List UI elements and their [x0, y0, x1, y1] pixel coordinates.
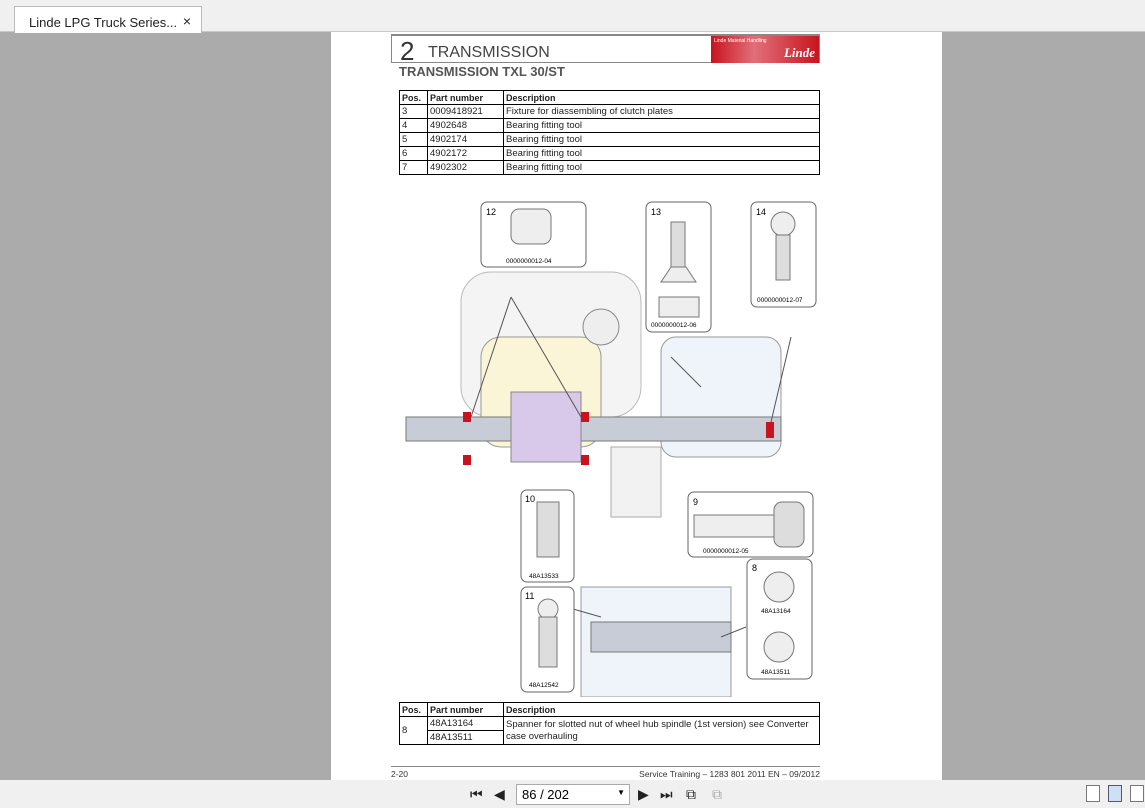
document-tab[interactable]: Linde LPG Truck Series... ×: [14, 6, 202, 33]
transmission-drawing: [405, 271, 782, 697]
svg-text:0000000012-06: 0000000012-06: [651, 322, 697, 329]
page-number-input[interactable]: 86 / 202 ▼: [516, 784, 630, 805]
callout-14: 14 0000000012-07: [750, 201, 817, 308]
chevron-down-icon[interactable]: ▼: [617, 788, 625, 797]
tab-bar: Linde LPG Truck Series... ×: [0, 0, 1145, 33]
cell: Bearing fitting tool: [503, 118, 820, 133]
page-footer: 2-20 Service Training – 1283 801 2011 EN …: [391, 766, 820, 779]
svg-text:10: 10: [525, 494, 535, 504]
svg-text:0000000012-05: 0000000012-05: [703, 548, 749, 555]
svg-text:13: 13: [651, 207, 661, 217]
tab-title: Linde LPG Truck Series...: [29, 15, 178, 30]
callout-8: 8 48A13164 48A13511: [746, 558, 813, 680]
last-page-icon[interactable]: ⏭: [660, 786, 673, 802]
col-part: Part number: [427, 702, 504, 717]
cell: 4: [399, 118, 428, 133]
svg-text:0000000012-07: 0000000012-07: [757, 297, 803, 304]
page-number: 2-20: [391, 769, 409, 779]
col-pos: Pos.: [399, 702, 428, 717]
logo-brand: Linde: [783, 45, 815, 60]
cell: 48A13164: [427, 716, 504, 731]
callout-12: 12 0000000012-04: [480, 201, 587, 268]
cell: Fixture for diassembling of clutch plate…: [503, 104, 820, 119]
back-view-icon[interactable]: ⧉: [686, 786, 696, 802]
callout-11: 11 48A12542: [520, 586, 575, 693]
svg-text:11: 11: [525, 591, 534, 601]
cell: 0009418921: [427, 104, 504, 119]
col-part: Part number: [427, 90, 504, 105]
svg-text:48A12542: 48A12542: [529, 682, 559, 689]
col-pos: Pos.: [399, 90, 428, 105]
cell: Bearing fitting tool: [503, 132, 820, 147]
table-row: 48A13511: [400, 730, 820, 745]
svg-text:8: 8: [752, 563, 757, 573]
cell: 6: [399, 146, 428, 161]
next-page-icon[interactable]: ▶: [638, 786, 649, 802]
svg-text:12: 12: [486, 207, 496, 217]
page-subtitle: TRANSMISSION TXL 30/ST: [399, 64, 565, 79]
cell: Spanner for slotted nut of wheel hub spi…: [503, 716, 820, 745]
single-page-view-icon[interactable]: [1086, 785, 1100, 802]
page-value: 86 / 202: [522, 787, 569, 802]
svg-text:48A13164: 48A13164: [761, 608, 791, 615]
cell: 48A13511: [427, 730, 504, 745]
chapter-number: 2: [400, 36, 415, 66]
close-tab-icon[interactable]: ×: [182, 13, 191, 29]
cell: 4902648: [427, 118, 504, 133]
svg-text:0000000012-04: 0000000012-04: [506, 258, 552, 265]
navigation-toolbar: ⏮ ◀ 86 / 202 ▼ ▶ ⏭ ⧉ ⧉: [0, 780, 1145, 808]
chapter-title: TRANSMISSION: [428, 44, 550, 61]
cell: 8: [399, 716, 428, 745]
svg-text:48A13511: 48A13511: [761, 669, 791, 676]
cell: Bearing fitting tool: [503, 160, 820, 175]
logo-tagline: Linde Material Handling: [714, 38, 767, 44]
forward-view-icon[interactable]: ⧉: [712, 786, 722, 802]
cell: 4902172: [427, 146, 504, 161]
callout-9: 9 0000000012-05: [687, 491, 814, 558]
transmission-diagram: 12 0000000012-04 13 0000000012-06 14 000000…: [405, 201, 817, 697]
cell: Bearing fitting tool: [503, 146, 820, 161]
svg-text:9: 9: [693, 497, 698, 507]
first-page-icon[interactable]: ⏮: [470, 786, 483, 802]
footer-reference: Service Training – 1283 801 2011 EN – 09…: [639, 769, 820, 779]
cell: 5: [399, 132, 428, 147]
svg-text:14: 14: [756, 207, 766, 217]
previous-page-icon[interactable]: ◀: [494, 786, 505, 802]
callout-10: 10 48A13533: [520, 489, 575, 583]
continuous-view-icon[interactable]: [1108, 785, 1122, 802]
col-desc: Description: [503, 90, 820, 105]
col-desc: Description: [503, 702, 820, 717]
cell: 4902302: [427, 160, 504, 175]
facing-view-icon[interactable]: [1130, 785, 1144, 802]
cell: 3: [399, 104, 428, 119]
cell: 4902174: [427, 132, 504, 147]
cell: 7: [399, 160, 428, 175]
svg-text:48A13533: 48A13533: [529, 573, 559, 580]
callout-13: 13 0000000012-06: [645, 201, 712, 333]
